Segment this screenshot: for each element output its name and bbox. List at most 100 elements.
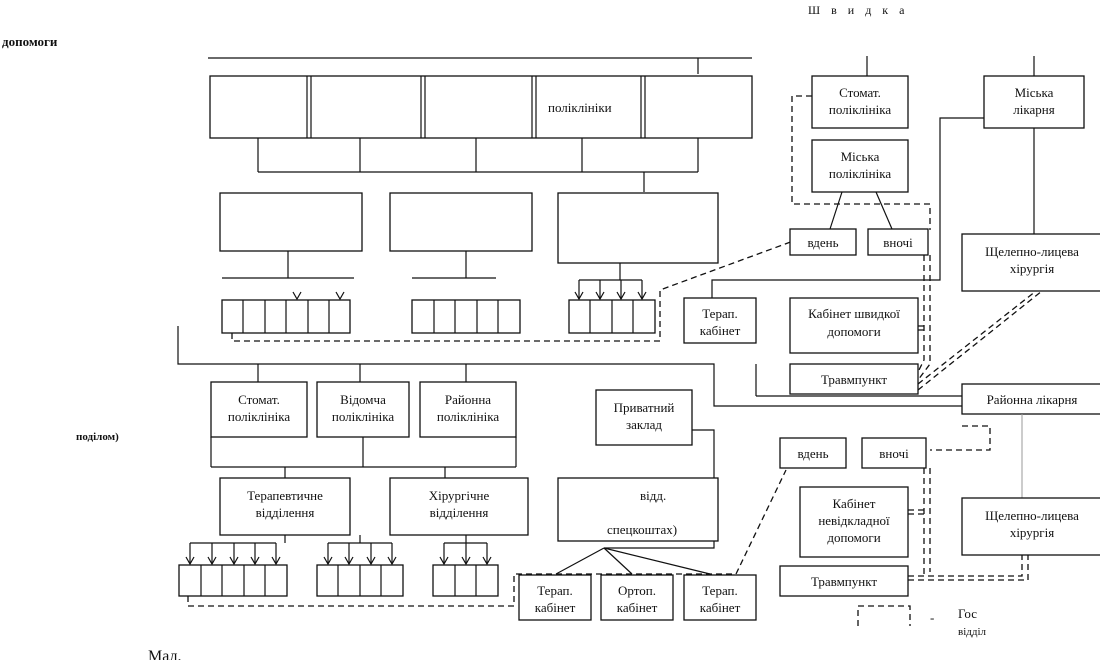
- empty-box-2: [389, 192, 533, 252]
- svg-text:поліклініка: поліклініка: [332, 409, 394, 424]
- lower-unit-row-3: [432, 564, 499, 597]
- legend-line-1: Гос: [958, 606, 977, 621]
- left-connector-top: [257, 364, 467, 382]
- svg-text:поліклініка: поліклініка: [829, 166, 891, 181]
- svg-text:заклад: заклад: [626, 417, 662, 432]
- unit-connectors: [222, 251, 647, 301]
- svg-text:вдень: вдень: [807, 235, 838, 250]
- svg-text:кабінет: кабінет: [617, 600, 658, 615]
- therap-cabinet-left: Терап. кабінет: [518, 574, 592, 621]
- svg-text:Терапевтичне: Терапевтичне: [247, 488, 323, 503]
- therap-cabinet-right: Терап. кабінет: [683, 574, 757, 621]
- city-hospital: Міська лікарня: [983, 75, 1085, 129]
- trauma-1: Травмпункт: [789, 363, 919, 395]
- legend: - Гос відділ: [857, 605, 986, 638]
- district-hospital-link: [930, 425, 991, 451]
- svg-text:допомоги: допомоги: [827, 324, 880, 339]
- unit-row-2: [411, 299, 521, 334]
- svg-text:невідкладної: невідкладної: [818, 513, 890, 528]
- svg-text:відділення: відділення: [256, 505, 315, 520]
- svg-text:Травмпункт: Травмпункт: [811, 574, 877, 589]
- svg-text:лікарня: лікарня: [1013, 102, 1054, 117]
- unit-dashed-link-top: [231, 239, 797, 342]
- svg-text:відд.: відд.: [640, 488, 666, 503]
- left-district-polyclinic: Районна поліклініка: [419, 381, 517, 438]
- legend-dashed-symbol: [857, 605, 911, 626]
- top-grid-label: поліклініки: [548, 100, 612, 115]
- district-hospital: Районна лікарня: [961, 383, 1100, 415]
- double-dash-lower-c: [908, 555, 1023, 577]
- svg-text:Районна: Районна: [445, 392, 491, 407]
- therapeutic-dept: Терапевтичне відділення: [219, 477, 351, 536]
- lower-unit-row-1: [178, 564, 288, 597]
- svg-text:вночі: вночі: [879, 446, 909, 461]
- day-1: вдень: [789, 228, 857, 256]
- lower-dashed-link: [187, 469, 787, 607]
- svg-text:кабінет: кабінет: [700, 323, 741, 338]
- paid-dept: відд. спецкоштах): [557, 477, 719, 542]
- svg-text:хірургія: хірургія: [1010, 261, 1054, 276]
- svg-text:спецкоштах): спецкоштах): [607, 522, 677, 537]
- svg-text:Стомат.: Стомат.: [839, 85, 881, 100]
- svg-text:Кабінет швидкої: Кабінет швидкої: [808, 306, 900, 321]
- svg-text:Терап.: Терап.: [702, 583, 738, 598]
- unit-row-3: [568, 299, 656, 334]
- svg-text:Терап.: Терап.: [537, 583, 573, 598]
- svg-text:Травмпункт: Травмпункт: [821, 372, 887, 387]
- night-2: вночі: [861, 437, 927, 469]
- double-dash-upper-b: [917, 255, 931, 381]
- day-2: вдень: [779, 437, 847, 469]
- svg-text:Відомча: Відомча: [340, 392, 386, 407]
- svg-text:Щелепно-лицева: Щелепно-лицева: [985, 244, 1079, 259]
- surgical-dept: Хірургічне відділення: [389, 477, 529, 536]
- svg-text:вночі: вночі: [883, 235, 913, 250]
- svg-text:відділення: відділення: [430, 505, 489, 520]
- maxillofacial-1: Щелепно-лицева хірургія: [961, 233, 1100, 292]
- svg-text:Міська: Міська: [1015, 85, 1054, 100]
- figure-caption: Мал.: [148, 648, 181, 660]
- emergency-cabinet: Кабінет швидкої допомоги: [789, 297, 919, 354]
- svg-text:поліклініка: поліклініка: [228, 409, 290, 424]
- right-dashed-frame-top: [791, 95, 931, 230]
- cabinet-connectors: [555, 547, 711, 575]
- svg-text:Хірургічне: Хірургічне: [429, 488, 490, 503]
- top-left-heading: допомоги: [2, 34, 58, 49]
- night-1: вночі: [867, 228, 929, 256]
- svg-text:Стомат.: Стомат.: [238, 392, 280, 407]
- right-therap-cabinet: Терап. кабінет: [683, 297, 757, 344]
- svg-text:вдень: вдень: [797, 446, 828, 461]
- svg-text:Щелепно-лицева: Щелепно-лицева: [985, 508, 1079, 523]
- svg-text:Ортоп.: Ортоп.: [618, 583, 656, 598]
- svg-text:Районна лікарня: Районна лікарня: [987, 392, 1078, 407]
- svg-text:кабінет: кабінет: [700, 600, 741, 615]
- legend-dash: -: [930, 610, 934, 625]
- svg-text:Кабінет: Кабінет: [833, 496, 876, 511]
- svg-text:Приватний: Приватний: [614, 400, 675, 415]
- svg-text:Терап.: Терап.: [702, 306, 738, 321]
- double-dash-diag-1: [917, 290, 1037, 385]
- legend-line-2: відділ: [958, 626, 986, 638]
- svg-text:хірургія: хірургія: [1010, 525, 1054, 540]
- city-hospital-link: [711, 117, 984, 298]
- svg-text:поліклініка: поліклініка: [829, 102, 891, 117]
- private-institution: Приватний заклад: [595, 389, 693, 446]
- svg-text:допомоги: допомоги: [827, 530, 880, 545]
- top-grid: поліклініки: [208, 57, 753, 192]
- routing-line: [177, 326, 962, 407]
- empty-box-1: [219, 192, 363, 252]
- empty-box-3: [557, 192, 719, 264]
- trauma-2: Травмпункт: [779, 565, 909, 597]
- ortho-cabinet: Ортоп. кабінет: [600, 574, 674, 621]
- lower-unit-arrows: [185, 535, 492, 566]
- city-polyclinic: Міська поліклініка: [811, 139, 909, 193]
- right-stomat-polyclinic: Стомат. поліклініка: [811, 75, 909, 129]
- maxillofacial-2: Щелепно-лицева хірургія: [961, 497, 1100, 556]
- double-dash-upper-a: [917, 255, 925, 373]
- unit-row-1: [221, 299, 351, 334]
- lower-unit-row-2: [316, 564, 404, 597]
- top-right-heading: Ш в и д к а: [808, 3, 908, 17]
- mid-left-note: поділом): [76, 431, 119, 443]
- left-stomat-polyclinic: Стомат. поліклініка: [210, 381, 308, 438]
- left-departmental-polyclinic: Відомча поліклініка: [316, 381, 410, 438]
